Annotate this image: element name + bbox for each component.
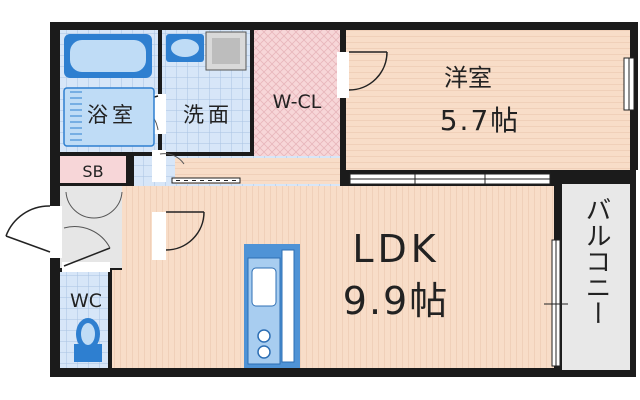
shower-area-icon (63, 87, 155, 147)
washing-machine-icon (205, 31, 247, 71)
ldk-notch (112, 270, 124, 368)
door-washroom (152, 150, 185, 182)
door-shoe-box (65, 191, 123, 219)
ldk-room-size: 9.9帖 (343, 279, 449, 323)
ldk-room-label: LDK (352, 227, 439, 271)
balcony-label: バルコニー (581, 196, 611, 326)
window-western (623, 57, 635, 111)
shoe-box (60, 156, 126, 183)
washbasin-icon (166, 34, 204, 62)
walk-in-closet (254, 30, 340, 173)
kitchen-counter-icon (244, 244, 300, 368)
door-entrance (5, 205, 62, 258)
door-ldk (152, 211, 205, 260)
door-toilet (62, 226, 111, 272)
western-room-label: 洋室 (444, 64, 492, 92)
door-western (337, 51, 388, 98)
window-ldk-balcony (544, 239, 568, 367)
washroom-label: 洗面 (183, 103, 233, 127)
sliding-door-western-ldk (349, 173, 551, 185)
western-room-size: 5.7帖 (440, 104, 521, 137)
bath-label: 浴室 (87, 103, 137, 127)
ldk-room (122, 186, 554, 368)
toilet-icon (74, 318, 102, 362)
western-room (346, 30, 630, 170)
shoe-box-label: SB (82, 162, 103, 181)
toilet-label: WC (70, 290, 102, 312)
walk-in-closet-label: W-CL (273, 91, 322, 113)
balcony (562, 184, 630, 370)
outside-gap (636, 170, 640, 380)
bathtub-icon (64, 34, 152, 78)
vent-strip (171, 177, 241, 184)
